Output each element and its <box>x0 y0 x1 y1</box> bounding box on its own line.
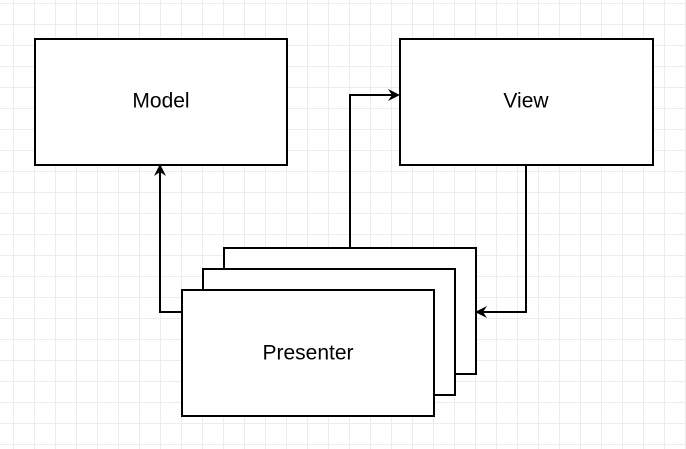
edge-view-to-presenter <box>475 165 527 318</box>
node-model-label: Model <box>132 90 189 113</box>
node-view-box <box>399 38 654 166</box>
node-presenter-label: Presenter <box>262 342 353 365</box>
node-model[interactable]: Model <box>34 38 288 166</box>
edge-presenter-to-view <box>349 89 400 248</box>
node-view-label: View <box>503 90 549 113</box>
node-model-box <box>34 38 288 166</box>
presenter-stack-front <box>181 289 435 417</box>
node-view[interactable]: View <box>399 38 654 166</box>
edge-presenter-to-model <box>154 164 182 313</box>
node-presenter[interactable]: Presenter <box>181 247 477 417</box>
